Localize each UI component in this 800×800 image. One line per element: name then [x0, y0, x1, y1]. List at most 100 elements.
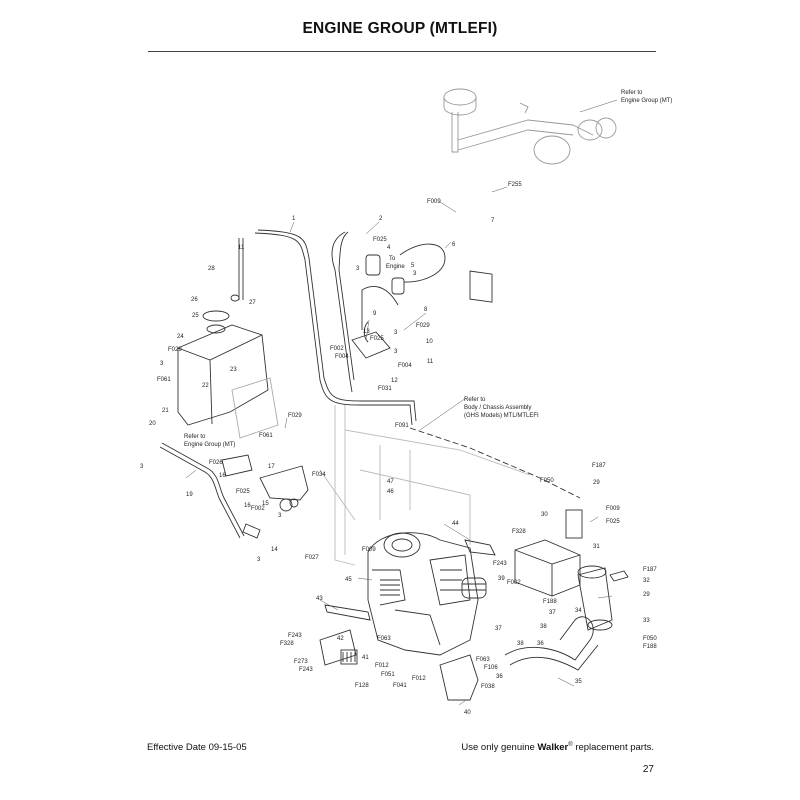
- bracket-17: [259, 465, 309, 501]
- callout: 39: [498, 576, 505, 582]
- note-line: Body / Chassis Assembly: [464, 405, 531, 411]
- callout: F029: [416, 323, 430, 329]
- callout: 13: [363, 329, 370, 335]
- callout: 43: [316, 596, 323, 602]
- fuel-line-8: [361, 286, 399, 330]
- callout: 3: [394, 349, 398, 355]
- fuel-line-1: [254, 232, 413, 426]
- callout: F034: [312, 472, 326, 478]
- note-line: Engine: [386, 264, 405, 270]
- callout: 23: [230, 367, 237, 373]
- callout: F002: [507, 580, 521, 586]
- callout: 1: [292, 216, 296, 222]
- callout: 38: [517, 641, 524, 647]
- exhaust-pipe-35: [504, 616, 594, 661]
- callout: F128: [355, 683, 369, 689]
- callout: 24: [177, 334, 184, 340]
- callout: 44: [452, 521, 459, 527]
- parts-notice: Use only genuine Walker® replacement par…: [461, 742, 654, 753]
- effective-date: Effective Date 09-15-05: [147, 742, 247, 753]
- callout: F273: [294, 659, 308, 665]
- callout: 36: [537, 641, 544, 647]
- callout: 3: [278, 513, 282, 519]
- page-title: ENGINE GROUP (MTLEFI): [302, 20, 498, 37]
- fuel-tank-24: [177, 324, 269, 426]
- callout: 14: [271, 547, 278, 553]
- callout: 29: [643, 592, 650, 598]
- callout: 3: [160, 361, 164, 367]
- callout: F243: [288, 633, 302, 639]
- callout: 8: [424, 307, 428, 313]
- callout: F025: [236, 489, 250, 495]
- brand-name: Walker: [537, 742, 569, 754]
- callout: 35: [575, 679, 582, 685]
- callout: 28: [208, 266, 215, 272]
- callout: F004: [398, 363, 412, 369]
- callout-labels: F255 F009 7 1 2 F025 4 5 3 6 3 11 28 26 …: [140, 182, 657, 716]
- callout: 9: [373, 311, 377, 317]
- callout: 47: [387, 479, 394, 485]
- callout: 46: [387, 489, 394, 495]
- bracket-16: [221, 454, 253, 477]
- callout: F243: [299, 667, 313, 673]
- note-line: To: [389, 256, 396, 262]
- callout: 11: [427, 359, 434, 365]
- callout: F063: [476, 657, 490, 663]
- engine-45: [367, 532, 479, 656]
- callout: F012: [412, 676, 426, 682]
- callout: 41: [362, 655, 369, 661]
- callout: F025: [606, 519, 620, 525]
- callout: 36: [496, 674, 503, 680]
- callout: 25: [192, 313, 199, 319]
- callout: 34: [575, 608, 582, 614]
- callout: 26: [191, 297, 198, 303]
- callout: F002: [330, 346, 344, 352]
- callout: 6: [452, 242, 456, 248]
- callout: F025: [370, 336, 384, 342]
- callout: 10: [426, 339, 433, 345]
- fuel-filter: [365, 254, 381, 276]
- regulator: [340, 649, 358, 665]
- callout: F027: [305, 555, 319, 561]
- diagram-drawing: [159, 88, 629, 701]
- callout: F029: [288, 413, 302, 419]
- trademark-mark: ®: [568, 742, 573, 748]
- callout: 30: [541, 512, 548, 518]
- callout: F328: [280, 641, 294, 647]
- callout: F187: [592, 463, 606, 469]
- bracket-7: [469, 270, 493, 303]
- callout: 7: [491, 218, 495, 224]
- callout: F255: [508, 182, 522, 188]
- note-line: Refer to: [621, 90, 643, 96]
- callout: 21: [162, 408, 169, 414]
- reference-notes: Refer to Engine Group (MT) Refer to Body…: [184, 90, 672, 448]
- callout: F051: [381, 672, 395, 678]
- callout: 27: [249, 300, 256, 306]
- callout: 3: [394, 330, 398, 336]
- tank-cap-26: [202, 310, 230, 322]
- fuel-line-19: [159, 446, 241, 539]
- callout: 22: [202, 383, 209, 389]
- callout: 3: [413, 271, 417, 277]
- callout: F061: [157, 377, 171, 383]
- muffler-33: [577, 565, 613, 631]
- callout: F050: [540, 478, 554, 484]
- reference-line: [409, 427, 581, 499]
- note-line: (GHS Models) MTL/MTLEFI: [464, 413, 539, 419]
- callout: 45: [345, 577, 352, 583]
- callout: 3: [140, 464, 144, 470]
- callout: 37: [495, 626, 502, 632]
- parts-suffix: replacement parts.: [575, 742, 654, 754]
- fuel-line-6: [399, 243, 446, 283]
- fuel-filter-14: [242, 523, 261, 539]
- page-number: 27: [642, 764, 654, 775]
- note-line: Engine Group (MT): [621, 98, 672, 104]
- bracket-42: [319, 629, 357, 666]
- callout: F106: [484, 665, 498, 671]
- callout: 32: [643, 578, 650, 584]
- callout: F002: [251, 506, 265, 512]
- callout: 2: [379, 216, 383, 222]
- callout: 37: [549, 610, 556, 616]
- bracket-44: [464, 539, 496, 556]
